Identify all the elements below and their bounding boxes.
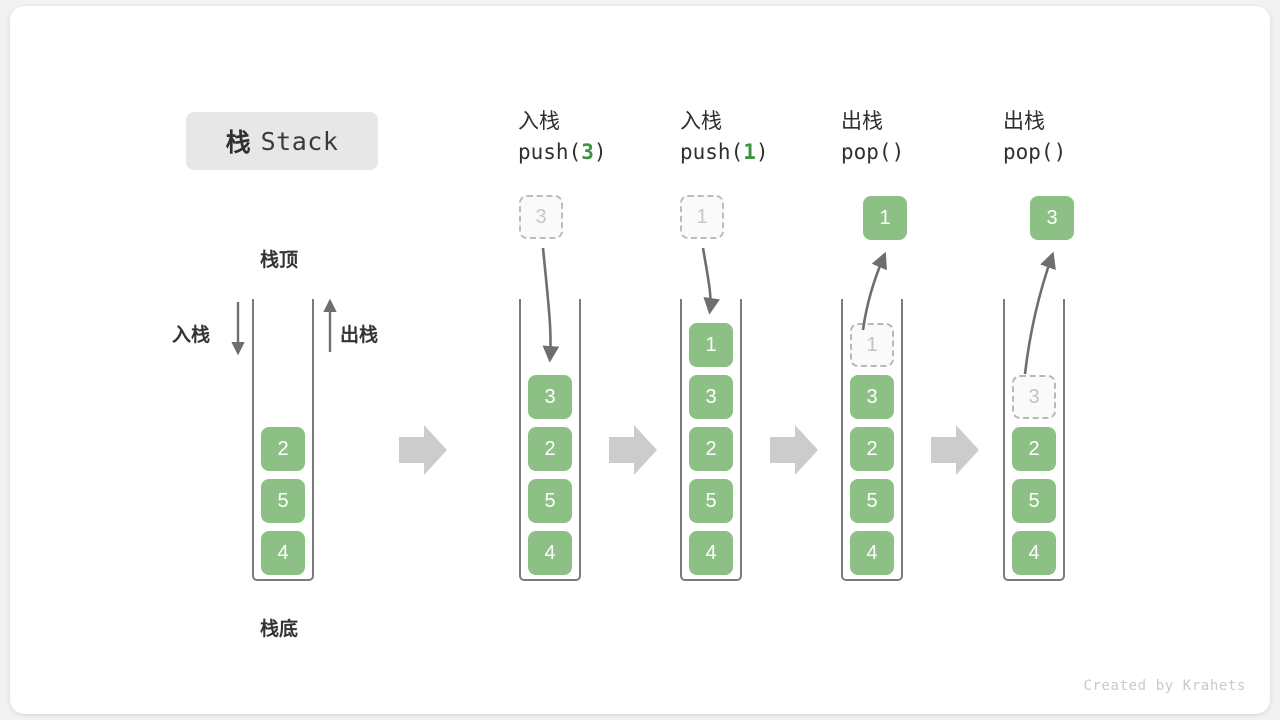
title-badge: 栈 Stack: [186, 112, 378, 170]
stack-cell: 5: [689, 479, 733, 523]
label-stack-top: 栈顶: [260, 250, 299, 271]
stack-cell: 3: [689, 375, 733, 419]
title-latin: Stack: [260, 126, 339, 156]
column-header-pop-3: 出栈 pop(): [1003, 106, 1066, 168]
column-header-cjk: 出栈: [841, 109, 883, 133]
column-header-cjk: 出栈: [1003, 109, 1045, 133]
label-push-direction: 入栈: [172, 325, 211, 346]
stack-cell: 2: [261, 427, 305, 471]
floating-box-push-3: 3: [519, 195, 563, 239]
stack-tube: [1003, 299, 1065, 581]
stack-cell: 4: [689, 531, 733, 575]
stack-cell: 4: [261, 531, 305, 575]
column-header-code: push(3): [518, 140, 607, 164]
stack-cell: 1: [689, 323, 733, 367]
stack-tube: [680, 299, 742, 581]
column-header-code: push(1): [680, 140, 769, 164]
column-header-code: pop(): [1003, 140, 1067, 164]
stack-cell-ghost: 3: [1012, 375, 1056, 419]
stack-tube: [841, 299, 903, 581]
stack-cell: 2: [850, 427, 894, 471]
stack-cell: 5: [528, 479, 572, 523]
column-header-push-1: 入栈 push(1): [680, 106, 769, 168]
footer-credit: Created by Krahets: [1083, 678, 1246, 694]
column-header-push-3: 入栈 push(3): [518, 106, 607, 168]
stack-cell: 4: [1012, 531, 1056, 575]
column-header-cjk: 入栈: [680, 109, 722, 133]
stack-cell: 3: [850, 375, 894, 419]
label-stack-bottom: 栈底: [260, 619, 299, 640]
title-cjk: 栈: [225, 129, 251, 157]
stack-cell: 4: [850, 531, 894, 575]
stack-tube: [252, 299, 314, 581]
stack-cell: 4: [528, 531, 572, 575]
stack-cell-ghost: 1: [850, 323, 894, 367]
stack-cell: 2: [528, 427, 572, 471]
column-header-pop-1: 出栈 pop(): [841, 106, 904, 168]
stack-cell: 5: [850, 479, 894, 523]
stack-cell: 2: [689, 427, 733, 471]
stack-cell: 3: [528, 375, 572, 419]
stack-cell: 2: [1012, 427, 1056, 471]
column-header-code: pop(): [841, 140, 905, 164]
column-header-cjk: 入栈: [518, 109, 560, 133]
floating-box-push-1: 1: [680, 195, 724, 239]
stack-cell: 5: [1012, 479, 1056, 523]
label-pop-direction: 出栈: [340, 325, 379, 346]
floating-box-pop-3: 3: [1030, 196, 1074, 240]
floating-box-pop-1: 1: [863, 196, 907, 240]
stack-tube: [519, 299, 581, 581]
stack-cell: 5: [261, 479, 305, 523]
